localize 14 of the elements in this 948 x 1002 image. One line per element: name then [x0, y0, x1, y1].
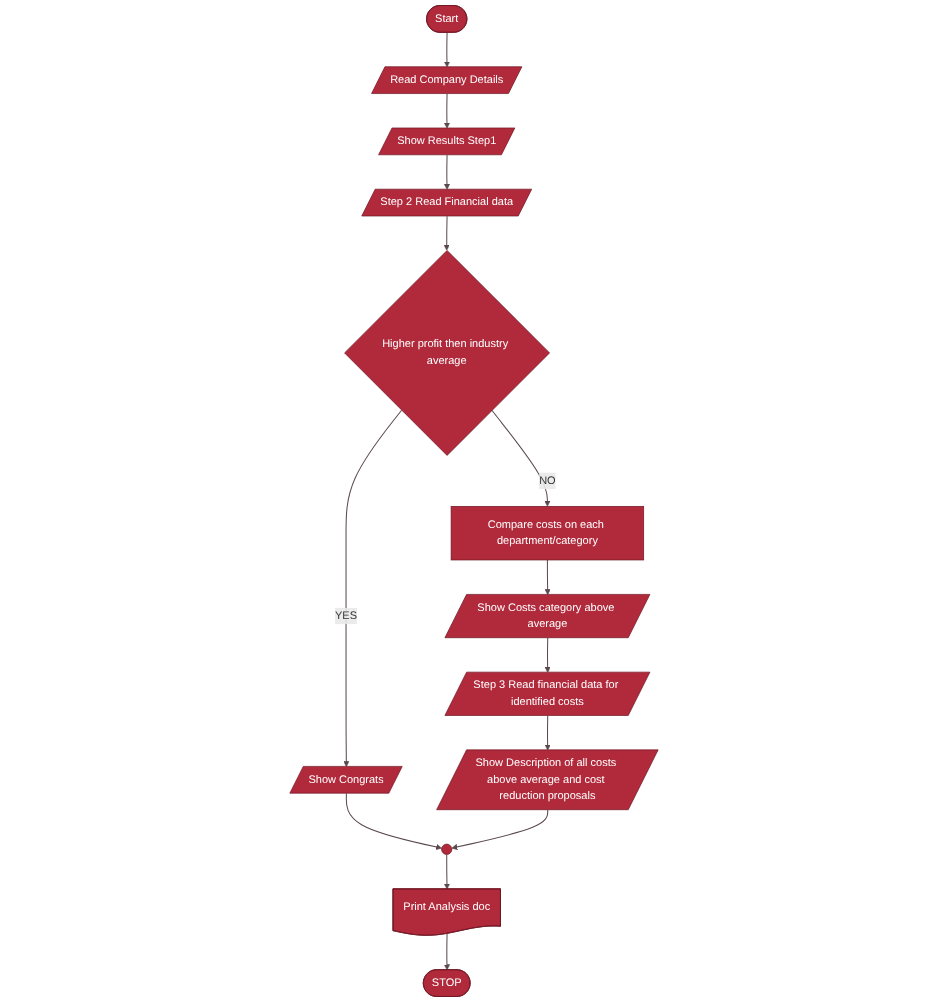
arrow	[443, 215, 450, 251]
arrow	[443, 93, 450, 129]
arrow	[491, 409, 551, 507]
arrow	[443, 933, 450, 971]
node-circle	[441, 843, 453, 855]
arrow	[345, 793, 442, 850]
arrow	[544, 715, 551, 751]
arrow	[343, 409, 403, 767]
arrow	[443, 32, 450, 68]
arrow	[451, 809, 549, 850]
arrow	[544, 637, 551, 673]
arrow	[544, 559, 551, 595]
arrow	[443, 154, 450, 190]
arrow	[443, 853, 450, 890]
